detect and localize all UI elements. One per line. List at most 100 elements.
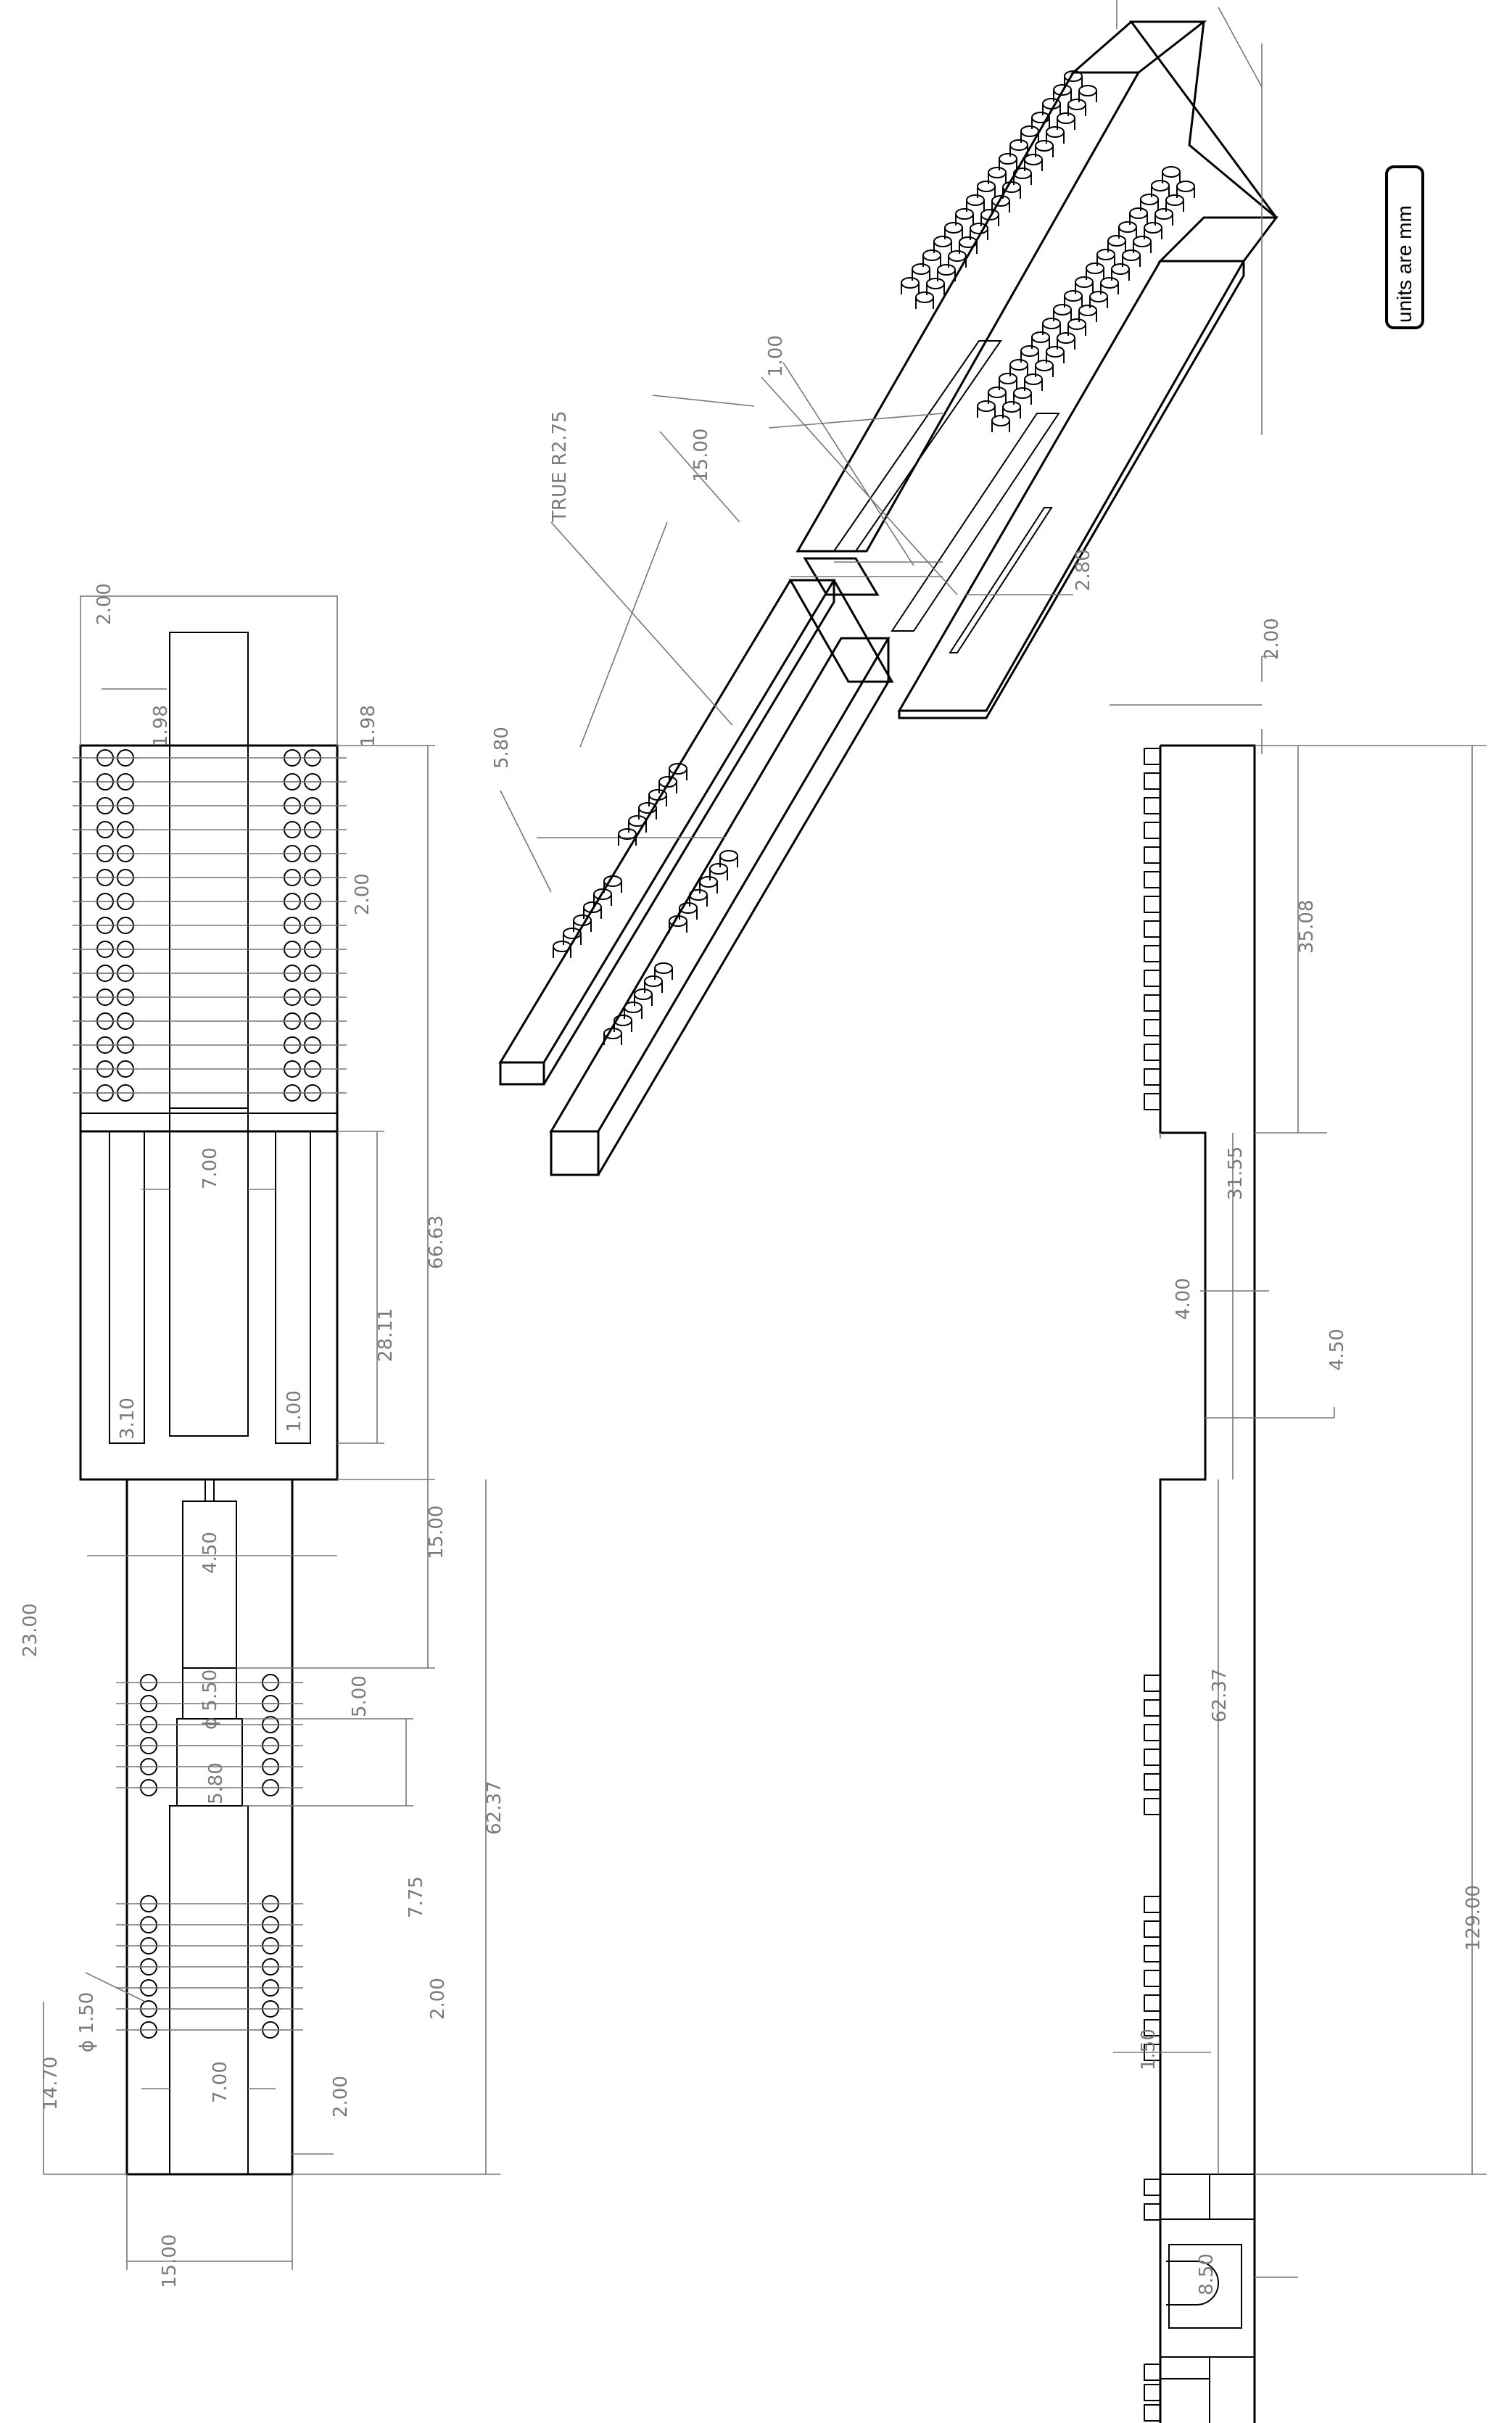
pin-cylinder-top [991,415,1010,426]
side-dim-4-50: 4.50 [1326,1329,1348,1371]
iso-pins-upper-left [901,70,1083,294]
pin-cylinder-top [1064,290,1083,302]
pin-cylinder-top [999,373,1017,384]
dim-2-00-wall: 2.00 [330,2076,352,2118]
side-dim-35-08: 35.08 [1296,900,1318,954]
pin-cylinder-top [1122,249,1141,261]
pin-cylinder-top [944,222,963,234]
pin-cylinder-top [959,236,978,248]
left-slot [109,1131,145,1444]
side-pin [1144,2019,1161,2036]
side-pin [1144,920,1161,938]
pin-cylinder-top [1107,235,1126,247]
side-profile-right [1160,744,1256,2423]
pin-cylinder-top [922,249,941,261]
side-pin [1144,1749,1161,1766]
pin-cylinder-top [1031,331,1050,343]
pin-cylinder-top [988,167,1007,178]
side-pin [1144,846,1161,864]
side-dim-129-00: 129.00 [1463,1885,1484,1951]
pin-cylinder-top [1162,166,1181,178]
pin-cylinder-top [977,181,996,192]
pin-cylinder-top [999,153,1017,165]
side-pins-bottom [1144,2179,1161,2422]
iso-pins-lower-2 [618,763,687,846]
right-slot [275,1131,311,1444]
side-pin [1144,2404,1161,2422]
isometric-view: TRUE R2.75 15.00 1.00 2.80 5.80 [491,0,1278,1176]
pin-cylinder-top [709,863,728,875]
side-pins-lower-2 [1144,1896,1161,2061]
pin-cylinder-top [926,278,945,289]
pin-cylinder-top [1067,318,1086,330]
iso-true-r-label: TRUE R2.75 [549,410,571,523]
side-pin [1144,748,1161,765]
side-pin [1144,1970,1161,1987]
pin-cylinder-top [1089,291,1108,302]
pin-cylinder-top [955,208,974,220]
dim-5-00: 5.00 [349,1675,371,1717]
pin-cylinder-top [1053,304,1072,315]
upper-pin-grid [73,746,347,1114]
pin-cylinder-top [1154,208,1173,220]
pin-cylinder-top [901,277,920,289]
dim-66-63: 66.63 [426,1215,447,1269]
dim-7-75: 7.75 [405,1876,427,1918]
side-pin [1144,1798,1161,1815]
pin-cylinder-top [933,236,952,247]
pin-cylinder-top [1046,126,1065,138]
dim-1-00-slot: 1.00 [284,1390,305,1432]
iso-15-00: 15.00 [690,429,712,482]
side-dim-1-50: 1.50 [1138,2028,1160,2071]
side-profile-left [1159,746,1207,2423]
pin-cylinder-top [1086,263,1104,274]
iso-connector [788,579,894,683]
pin-cylinder-top [624,1002,643,1013]
pin-cylinder-top [1067,99,1086,110]
dim-2-00-pitch: 2.00 [352,873,373,915]
pin-cylinder-top [1009,359,1028,371]
pin-cylinder-top [1002,401,1021,413]
pin-cylinder-top [1057,112,1075,124]
units-note: units are mm [1385,165,1424,329]
lower-pin-group-2 [116,1895,303,2039]
dim-4-50-neck: 4.50 [199,1532,221,1574]
pin-cylinder-top [1151,180,1170,191]
side-pin [1144,1994,1161,2012]
side-pins-lower-1 [1144,1675,1161,1815]
dim-7-00-upper: 7.00 [199,1147,221,1189]
side-pin [1144,896,1161,913]
side-pin [1144,2384,1161,2401]
side-dim-2-00: 2.00 [1261,618,1283,660]
iso-right-arm-1 [796,71,1141,553]
pin-cylinder-top [948,250,967,262]
dim-62-37-left: 62.37 [484,1781,505,1835]
lower-pin-group-1 [116,1674,303,1796]
dim-2-00-pin: 2.00 [427,1978,449,2020]
dim-23-00: 23.00 [20,1603,41,1657]
pin-cylinder-top [1002,181,1021,193]
dim-3-10: 3.10 [117,1398,139,1440]
side-dim-4-00: 4.00 [1173,1278,1194,1320]
pin-cylinder-top [1046,346,1065,358]
iso-second-bar-top [549,637,891,1133]
central-channel [169,745,249,1437]
iso-5-80: 5.80 [491,727,513,769]
pin-cylinder-top [1111,263,1130,275]
pin-cylinder-top [1118,221,1137,233]
pin-cylinder-top [1144,222,1162,234]
side-pin [1144,772,1161,790]
side-bore [1168,2244,1242,2329]
side-pin [1144,1724,1161,1741]
iso-pins-upper-left-2 [915,85,1097,309]
iso-pins-upper-right-2 [991,181,1195,432]
pin-cylinder-top [1020,345,1039,357]
side-pin [1144,1773,1161,1791]
pin-cylinder-top [912,263,930,275]
side-pin [1144,1019,1161,1036]
side-pin [1144,2179,1161,2196]
pin-cylinder-top [1024,154,1043,165]
pin-cylinder-top [1042,98,1061,110]
side-pin [1144,945,1161,962]
pin-cylinder-top [573,915,592,926]
